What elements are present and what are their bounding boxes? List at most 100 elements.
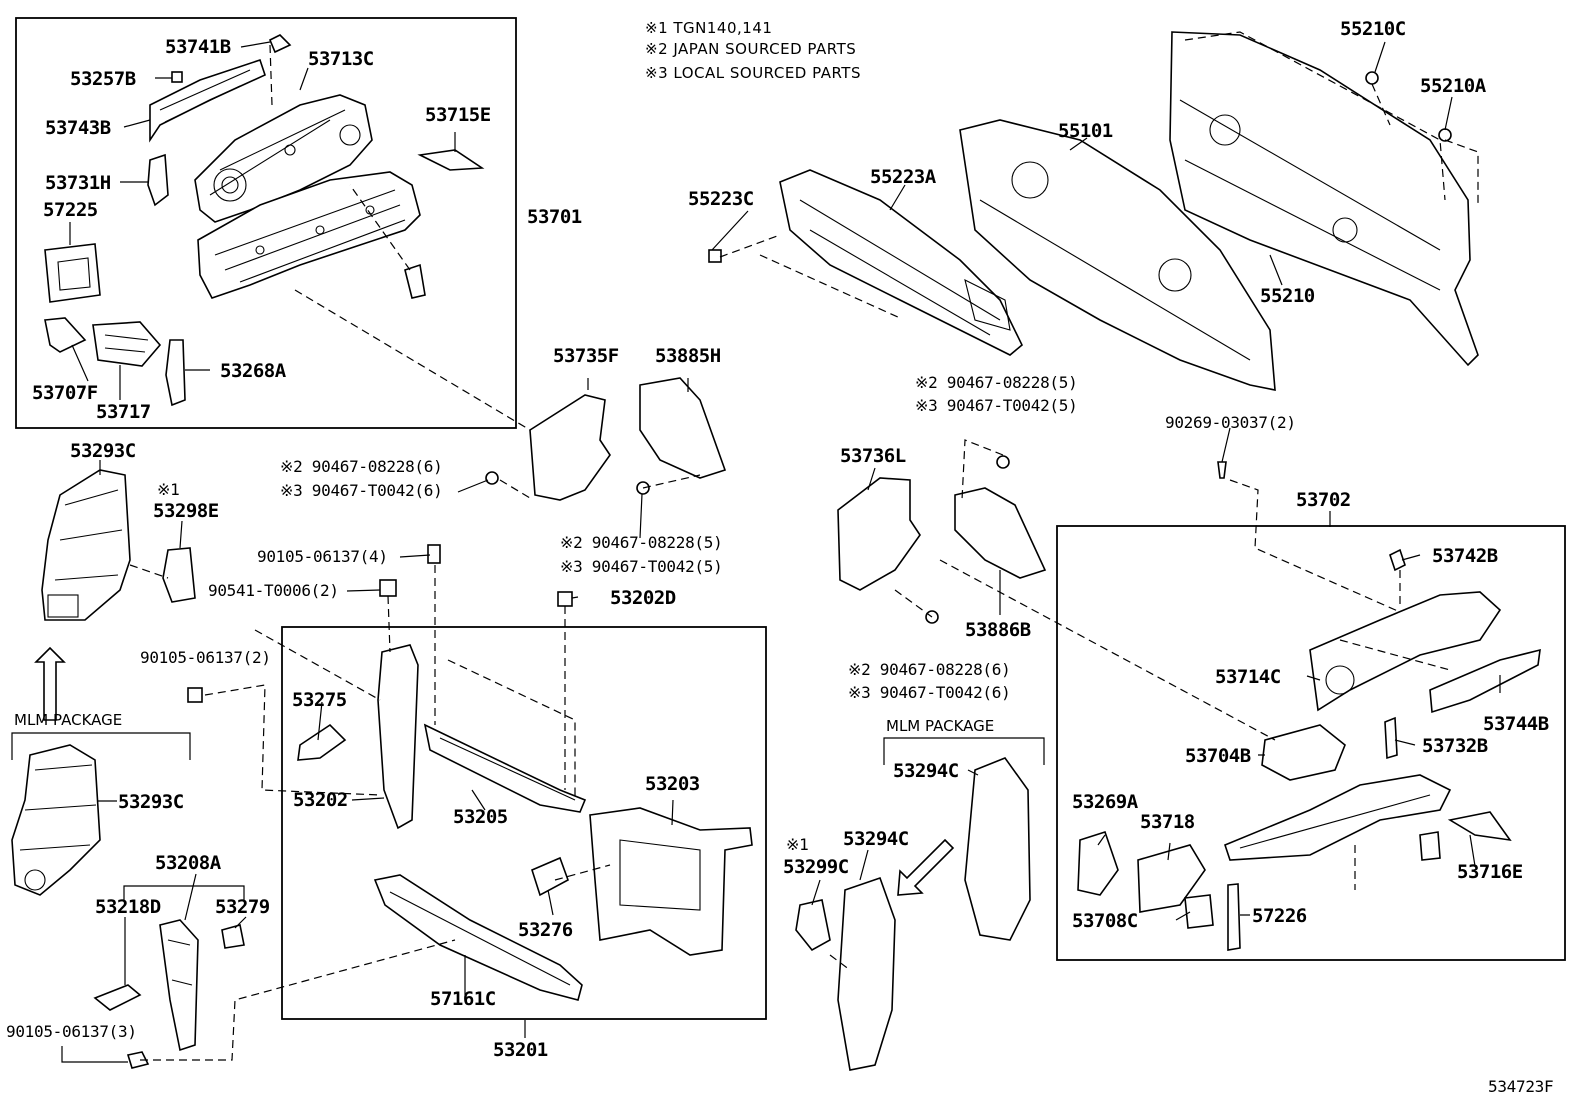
part-53743B-shape	[149, 58, 266, 143]
part-53717-shape	[92, 321, 162, 367]
footnote-mark: ※1	[786, 835, 808, 854]
part-53731H-shape	[147, 153, 169, 207]
part-53203-shape	[589, 807, 753, 956]
part-55223A-shape	[779, 169, 1023, 356]
part-label: 53202	[293, 789, 348, 811]
part-label: ※2 90467-08228(5)	[915, 373, 1077, 392]
part-53275-shape	[297, 723, 347, 761]
part-label: 55101	[1058, 120, 1113, 142]
part-label: 55223C	[688, 188, 754, 210]
part-53293C-upper-shape	[41, 469, 131, 621]
part-label: 90105-06137(4)	[257, 547, 388, 566]
clip-90467-6a-icon	[485, 471, 499, 485]
note-3: ※3 LOCAL SOURCED PARTS	[645, 64, 861, 82]
part-53744B-shape	[1429, 648, 1541, 714]
part-label: 53717	[96, 401, 151, 423]
part-label: 53735F	[553, 345, 619, 367]
part-53279-shape	[221, 923, 245, 949]
clip-90467-5b-icon	[996, 455, 1010, 469]
part-label: 53732B	[1422, 735, 1488, 757]
part-label: ※3 90467-T0042(5)	[560, 557, 722, 576]
arrow-down-left-icon	[897, 838, 955, 896]
clip-90269-03037-icon	[1217, 461, 1227, 479]
note-2: ※2 JAPAN SOURCED PARTS	[645, 40, 856, 58]
part-53294C-mlm-shape	[964, 757, 1031, 941]
part-label: ※3 90467-T0042(6)	[280, 481, 442, 500]
part-53735F-shape	[529, 394, 611, 501]
part-53741B-shape	[268, 34, 292, 54]
part-label: 53299C	[783, 856, 849, 878]
part-label: 53201	[493, 1039, 548, 1061]
part-53208A-shape	[159, 919, 199, 1052]
part-label: 53279	[215, 896, 270, 918]
part-label: 53704B	[1185, 745, 1251, 767]
part-label: 55210A	[1420, 75, 1487, 97]
part-53294C-shape	[837, 876, 896, 1071]
clip-55210A-icon	[1438, 128, 1452, 142]
part-label: 53736L	[840, 445, 906, 467]
nut-90541-T0006-icon	[379, 579, 397, 597]
part-label: 53741B	[165, 36, 231, 58]
part-label: 55210	[1260, 285, 1315, 307]
part-label: ※2 90467-08228(6)	[280, 457, 442, 476]
part-53718-shape	[1137, 844, 1206, 913]
part-label: 90105-06137(3)	[6, 1022, 137, 1041]
part-label: 57161C	[430, 988, 496, 1010]
part-53293C-lower-shape	[11, 744, 101, 896]
part-label: 90541-T0006(2)	[208, 581, 339, 600]
part-label: 53276	[518, 919, 573, 941]
part-53299C-shape	[795, 899, 831, 952]
part-label: 53294C	[893, 760, 959, 782]
part-53732B-shape	[1384, 716, 1398, 760]
part-label: 57226	[1252, 905, 1307, 927]
part-label: 55223A	[870, 166, 937, 188]
part-53885H-shape	[639, 377, 727, 479]
part-53276-shape	[531, 856, 569, 897]
part-label: 53702	[1296, 489, 1351, 511]
part-label: 53294C	[843, 828, 909, 850]
part-55210-shape	[1169, 31, 1479, 367]
clip-55223C-icon	[708, 249, 722, 263]
part-label: 53743B	[45, 117, 111, 139]
part-57226-shape	[1227, 883, 1241, 951]
arrow-up-icon	[34, 646, 66, 721]
bolt-90105-06137-3-icon	[126, 1051, 150, 1069]
clip-53202D-icon	[557, 591, 573, 607]
part-53298E-shape	[162, 547, 196, 603]
part-53736L-shape	[837, 477, 921, 591]
part-53704B-shape	[1261, 724, 1346, 781]
part-label: 53713C	[308, 48, 374, 70]
part-label: 53714C	[1215, 666, 1281, 688]
part-53714C-shape	[1309, 591, 1502, 712]
part-label: 53218D	[95, 896, 161, 918]
part-label: 53269A	[1072, 791, 1139, 813]
part-label: 53885H	[655, 345, 721, 367]
part-53701-shape	[197, 171, 421, 299]
part-53707F-shape	[44, 317, 87, 353]
dashed-lines	[129, 31, 1479, 1061]
diagram-code: 534723F	[1488, 1077, 1553, 1096]
part-label: ※2 90467-08228(6)	[848, 660, 1010, 679]
part-53202-shape	[377, 644, 419, 830]
part-53268A-shape	[165, 339, 186, 407]
group-box-53201	[281, 626, 767, 1020]
part-53742B-shape	[1389, 548, 1406, 572]
bracket-53208A	[123, 885, 245, 900]
part-label: 53257B	[70, 68, 136, 90]
part-53716E-shape	[1447, 811, 1512, 842]
part-53269A-shape	[1077, 830, 1119, 896]
part-label: 53731H	[45, 172, 111, 194]
group-box-53702	[1056, 525, 1566, 961]
part-53218D-shape	[93, 984, 142, 1011]
part-label: 53886B	[965, 619, 1031, 641]
mlm-package-label-left: MLM PACKAGE	[14, 711, 122, 729]
part-label: 53715E	[425, 104, 491, 126]
part-label: 53203	[645, 773, 700, 795]
part-55101-shape	[959, 119, 1276, 391]
part-label: 53707F	[32, 382, 98, 404]
note-1: ※1 TGN140,141	[645, 19, 772, 37]
part-label: ※3 90467-T0042(5)	[915, 396, 1077, 415]
part-label: 53293C	[118, 791, 184, 813]
part-label: 53716E	[1457, 861, 1523, 883]
